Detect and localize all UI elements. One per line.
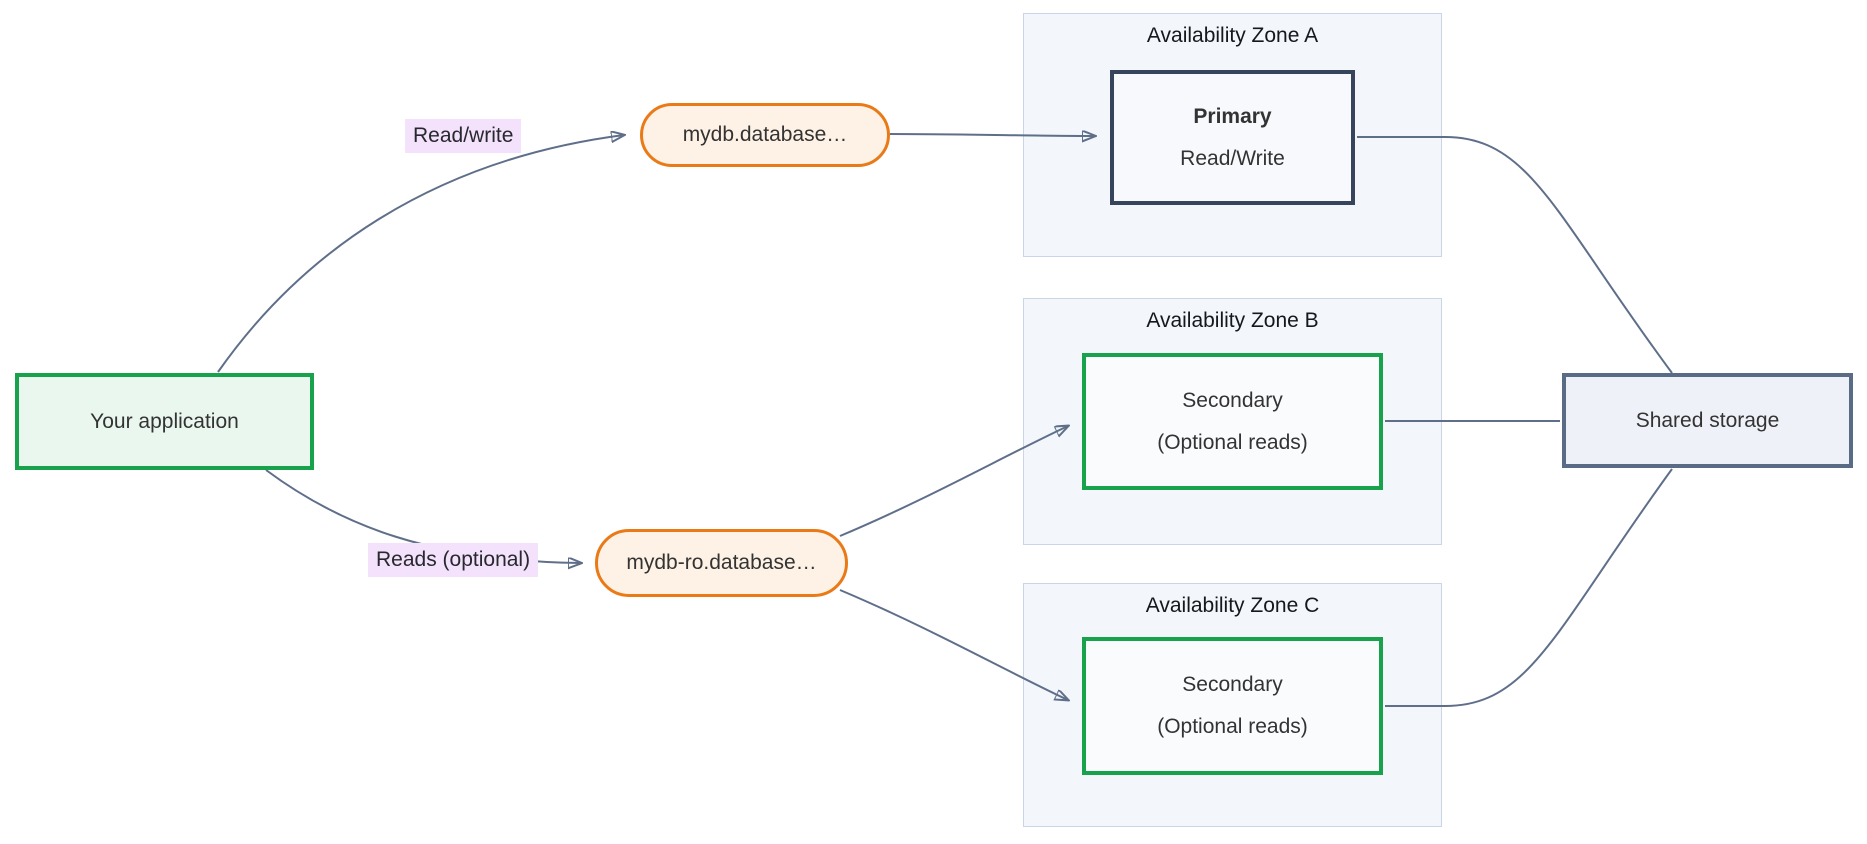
your-application-node: Your application: [15, 373, 314, 470]
mydb-ro-endpoint-label: mydb-ro.database…: [626, 551, 817, 574]
edge-app-to-rw-endpoint: [217, 135, 624, 373]
edge-secondary-c-to-storage: [1385, 468, 1673, 707]
shared-storage-node: Shared storage: [1562, 373, 1853, 468]
primary-title: Primary: [1193, 104, 1272, 128]
reads-optional-edge-label: Reads (optional): [368, 543, 539, 577]
shared-storage-label: Shared storage: [1635, 408, 1780, 432]
secondary-b-subtitle: (Optional reads): [1157, 430, 1308, 454]
mydb-endpoint-label: mydb.database…: [682, 123, 848, 146]
edge-ro-endpoint-to-secondary-c: [839, 589, 1068, 700]
edge-ro-endpoint-to-secondary-b: [839, 426, 1068, 537]
mydb-endpoint-node: mydb.database…: [640, 103, 890, 167]
primary-node: Primary Read/Write: [1110, 70, 1355, 205]
mydb-ro-endpoint-node: mydb-ro.database…: [595, 529, 848, 597]
zone-a-title: Availability Zone A: [1146, 24, 1319, 47]
edge-primary-to-storage: [1357, 136, 1673, 374]
primary-subtitle: Read/Write: [1180, 146, 1285, 170]
zone-c-title: Availability Zone C: [1145, 594, 1320, 617]
zone-b-title: Availability Zone B: [1146, 309, 1319, 332]
read-write-edge-label: Read/write: [405, 119, 522, 153]
secondary-b-node: Secondary (Optional reads): [1082, 353, 1383, 490]
secondary-c-node: Secondary (Optional reads): [1082, 637, 1383, 775]
edge-rw-endpoint-to-primary: [889, 134, 1095, 136]
secondary-c-title: Secondary: [1182, 673, 1283, 696]
your-application-label: Your application: [90, 409, 239, 433]
secondary-b-title: Secondary: [1182, 388, 1283, 412]
secondary-c-subtitle: (Optional reads): [1157, 715, 1308, 738]
